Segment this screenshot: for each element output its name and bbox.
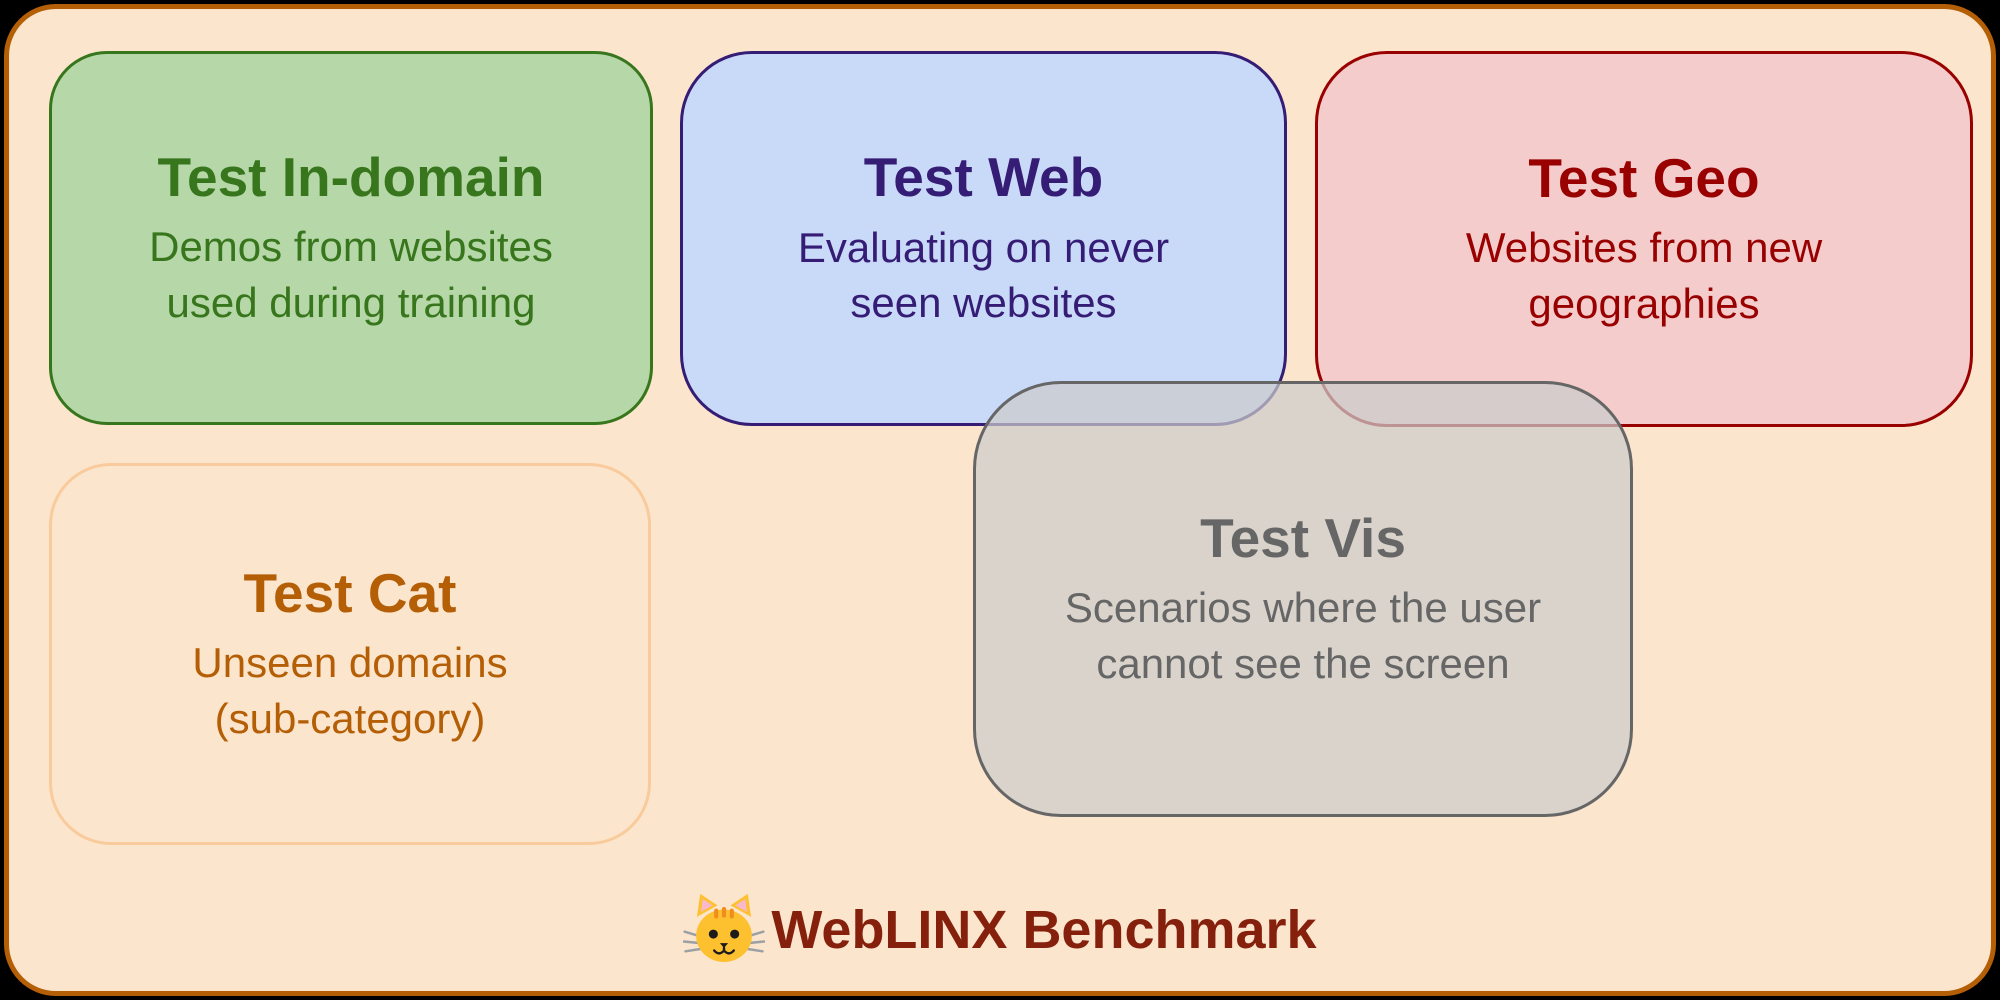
test-geo-box: Test Geo Websites from new geographies — [1315, 51, 1973, 427]
test-geo-subtitle: Websites from new geographies — [1465, 224, 1823, 327]
test-geo-title: Test Geo — [1528, 146, 1760, 209]
test-web-box: Test Web Evaluating on never seen websit… — [680, 51, 1287, 426]
footer: WebLINX Benchmark — [9, 875, 1991, 985]
test-cat-box: Test Cat Unseen domains (sub-category) — [49, 463, 651, 845]
test-in-domain-subtitle: Demos from websites used during training — [149, 223, 553, 326]
test-web-subtitle: Evaluating on never seen websites — [797, 223, 1170, 327]
test-in-domain-box: Test In-domain Demos from websites used … — [49, 51, 653, 425]
test-in-domain-title: Test In-domain — [157, 145, 545, 208]
footer-title: WebLINX Benchmark — [771, 900, 1317, 960]
test-vis-box: Test Vis Scenarios where the user cannot… — [973, 381, 1633, 817]
test-web-title: Test Web — [863, 146, 1104, 209]
diagram-canvas: Test In-domain Demos from websites used … — [4, 4, 1996, 996]
test-vis-subtitle: Scenarios where the user cannot see the … — [1064, 584, 1542, 687]
test-cat-title: Test Cat — [243, 561, 457, 624]
cat-face-icon — [683, 893, 766, 962]
test-cat-subtitle: Unseen domains (sub-category) — [192, 639, 508, 742]
test-vis-title: Test Vis — [1200, 506, 1406, 569]
